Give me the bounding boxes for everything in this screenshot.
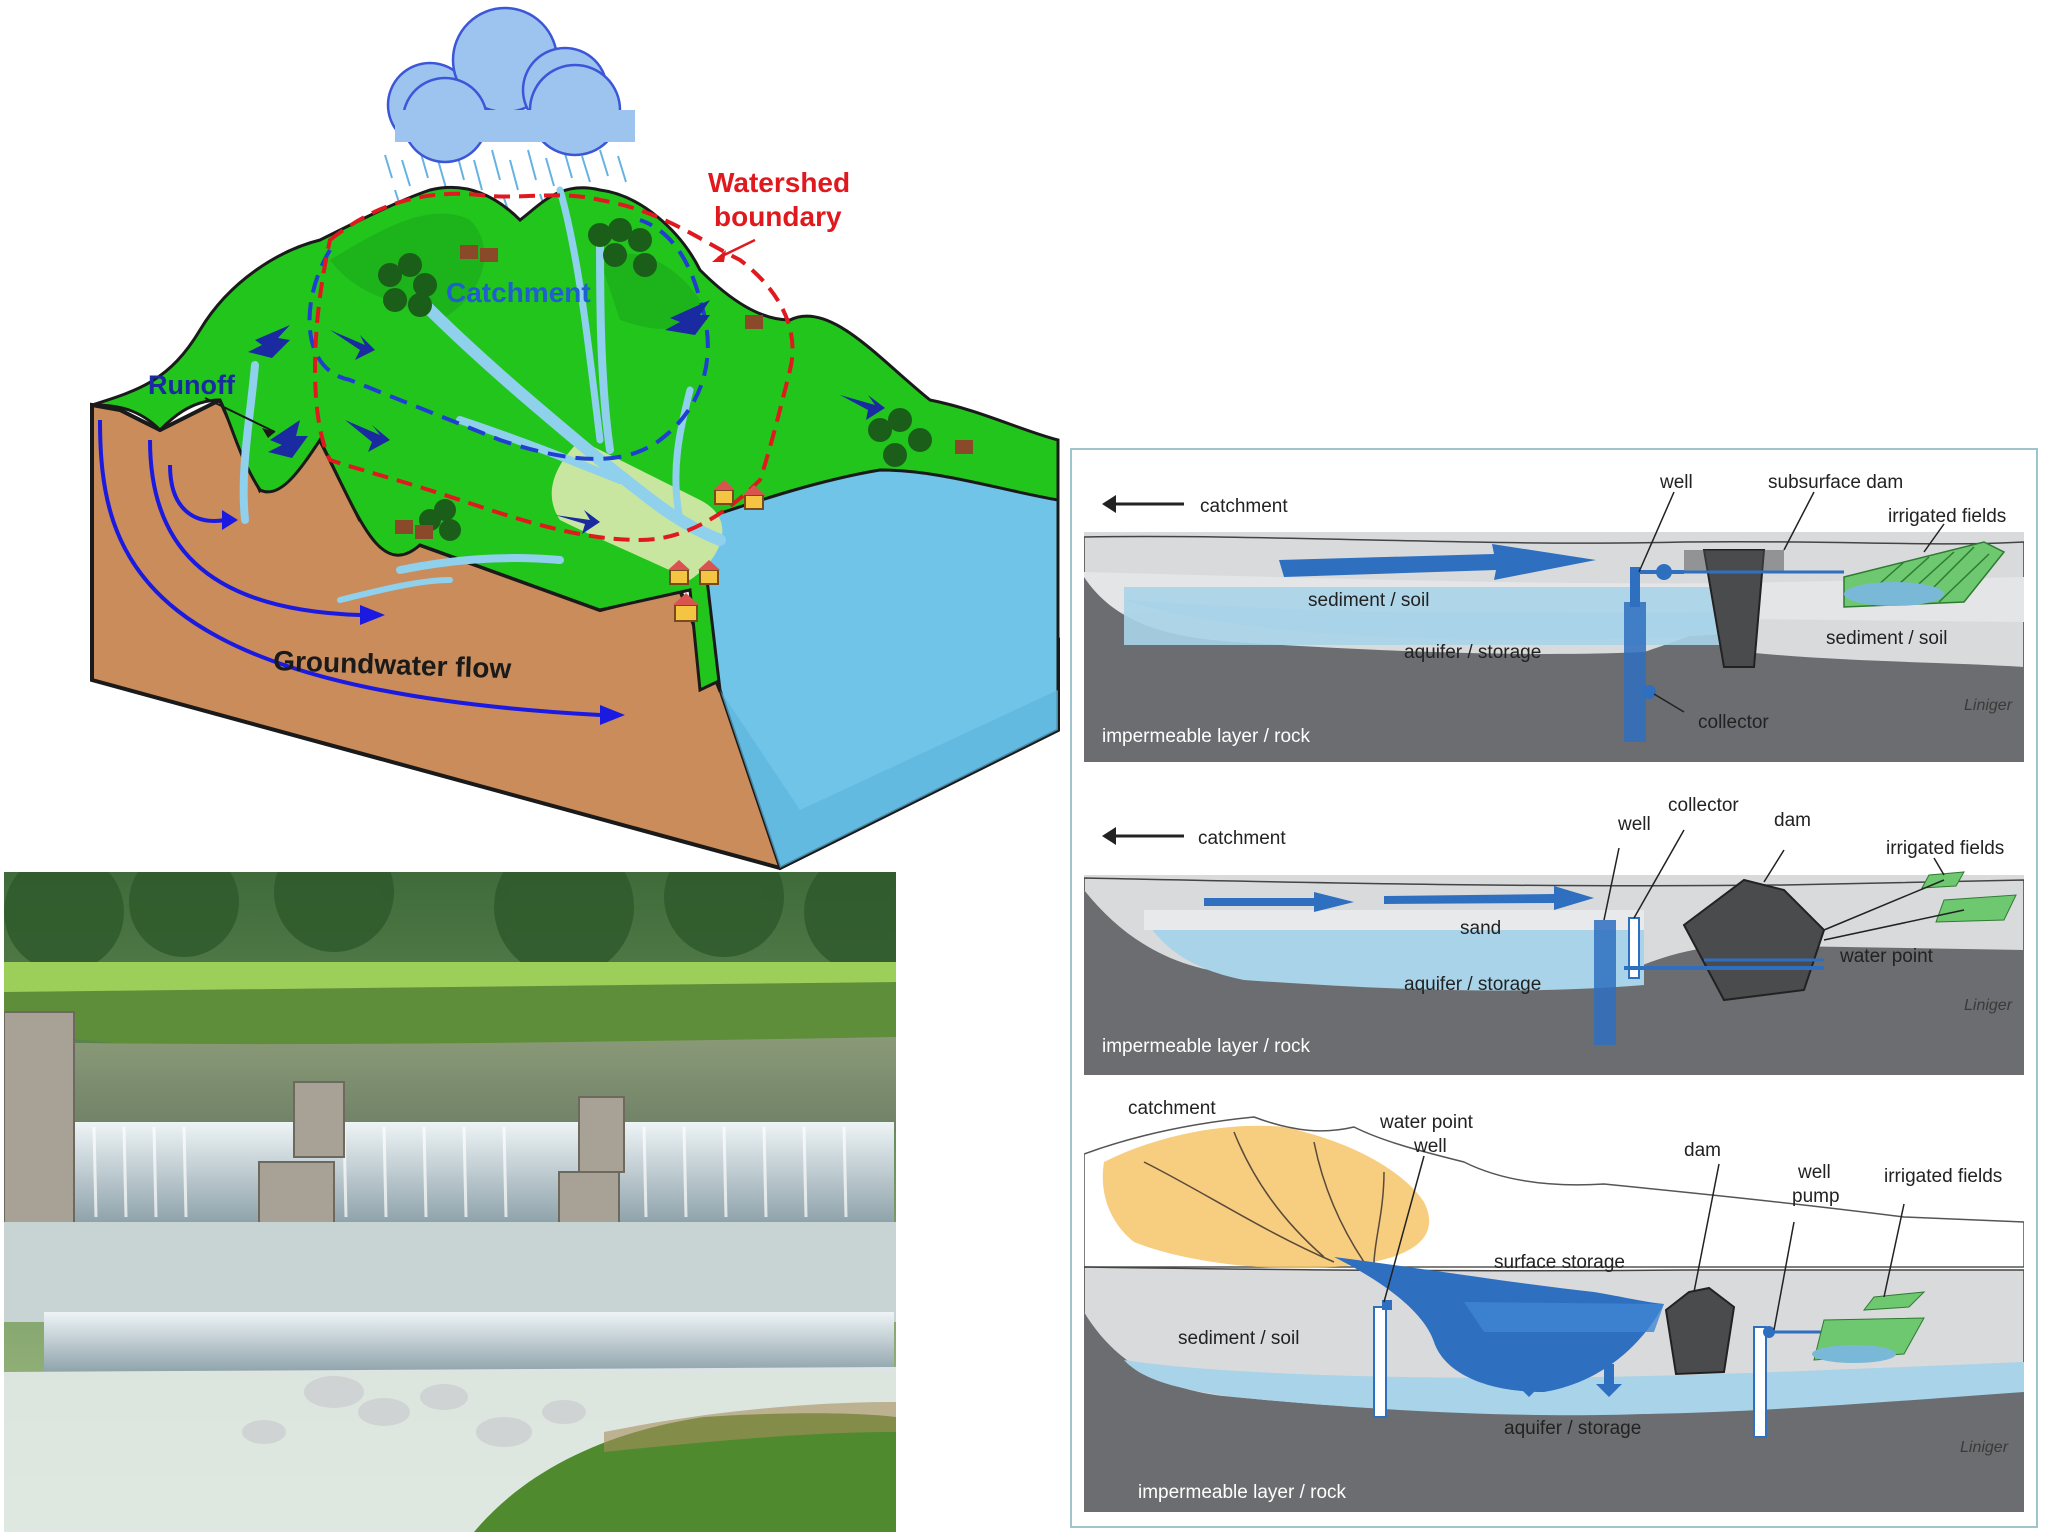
artist-signature: Liniger [1964, 997, 2013, 1014]
flow-arrow-icon [1384, 886, 1594, 910]
impermeable-layer-label: impermeable layer / rock [1102, 726, 1311, 747]
aquifer-label: aquifer / storage [1504, 1418, 1641, 1439]
irrigated-fields-label: irrigated fields [1888, 506, 2006, 527]
aquifer-label: aquifer / storage [1404, 974, 1541, 995]
sand-label: sand [1460, 918, 1501, 939]
subsurface-dam-label: subsurface dam [1768, 472, 1903, 493]
check-dam-photo [4, 872, 896, 1532]
well-label: well [1413, 1136, 1447, 1157]
sediment-soil-label: sediment / soil [1178, 1328, 1299, 1349]
well-label: well [1659, 472, 1693, 493]
section-sand-dam: catchment well collector dam irrigated f… [1084, 795, 2024, 1075]
aquifer-label: aquifer / storage [1404, 642, 1541, 663]
artist-signature: Liniger [1960, 1439, 2009, 1456]
aquifer [1144, 918, 1644, 991]
dam [1664, 1286, 1736, 1376]
rock-layer [1084, 890, 2024, 1075]
irrigated-field [1862, 1291, 1926, 1311]
watershed-boundary-label-2: boundary [714, 201, 842, 232]
tree-icon [378, 218, 932, 541]
impermeable-layer-label: impermeable layer / rock [1138, 1482, 1347, 1503]
catchment-area [1102, 1125, 1430, 1269]
dam-label: dam [1684, 1140, 1721, 1161]
flow-arrow-icon [1204, 892, 1354, 912]
water-point-label: water point [1379, 1112, 1474, 1133]
watershed-boundary-label: Watershed [708, 167, 850, 198]
collector-label: collector [1668, 795, 1739, 816]
rock-layer [1084, 577, 2024, 762]
well [1373, 1306, 1387, 1418]
water-point-label: water point [1839, 946, 1934, 967]
well-pump-label: well [1797, 1162, 1831, 1183]
aquifer [1124, 1360, 2024, 1416]
surface-storage-label: surface storage [1494, 1252, 1625, 1273]
catchment-boundary [307, 218, 710, 461]
runoff-label: Runoff [148, 370, 236, 400]
flow-arrow-icon [1279, 544, 1596, 580]
well [1624, 602, 1646, 742]
irrigated-fields-label: irrigated fields [1886, 838, 2004, 859]
collector-label: collector [1698, 712, 1769, 733]
watershed-boundary [313, 191, 795, 543]
house-icon [669, 489, 764, 622]
section-subsurface-dam: catchment well subsurface dam irrigated … [1084, 472, 2024, 762]
runoff-arrows [248, 300, 885, 534]
watershed-diagram: Watershed boundary Catchment Runoff Grou… [90, 6, 1060, 871]
sediment-soil-right-label: sediment / soil [1826, 628, 1947, 649]
rock-layer [1084, 1312, 2024, 1512]
well [1594, 920, 1616, 1045]
catchment-label: Catchment [446, 277, 591, 308]
well-pump [1753, 1326, 1767, 1438]
infiltration-arrows [1516, 1364, 1622, 1397]
artist-signature: Liniger [1964, 697, 2013, 714]
catchment-label: catchment [1128, 1098, 1216, 1119]
catchment-label: catchment [1200, 496, 1288, 517]
impermeable-layer-label: impermeable layer / rock [1102, 1036, 1311, 1057]
dam-label: dam [1774, 810, 1811, 831]
section-surface-dam: catchment water point well dam well pump… [1084, 1098, 2024, 1512]
groundwater-arrows [98, 419, 601, 717]
rain-cloud-icon [384, 6, 635, 223]
arrow-left-icon [1102, 827, 1116, 845]
well-pump-label-2: pump [1792, 1186, 1840, 1207]
irrigated-fields-label: irrigated fields [1884, 1166, 2002, 1187]
arrow-left-icon [1102, 495, 1116, 513]
sediment-soil-label: sediment / soil [1308, 590, 1429, 611]
catchment-label: catchment [1198, 828, 1286, 849]
well-label: well [1617, 814, 1651, 835]
